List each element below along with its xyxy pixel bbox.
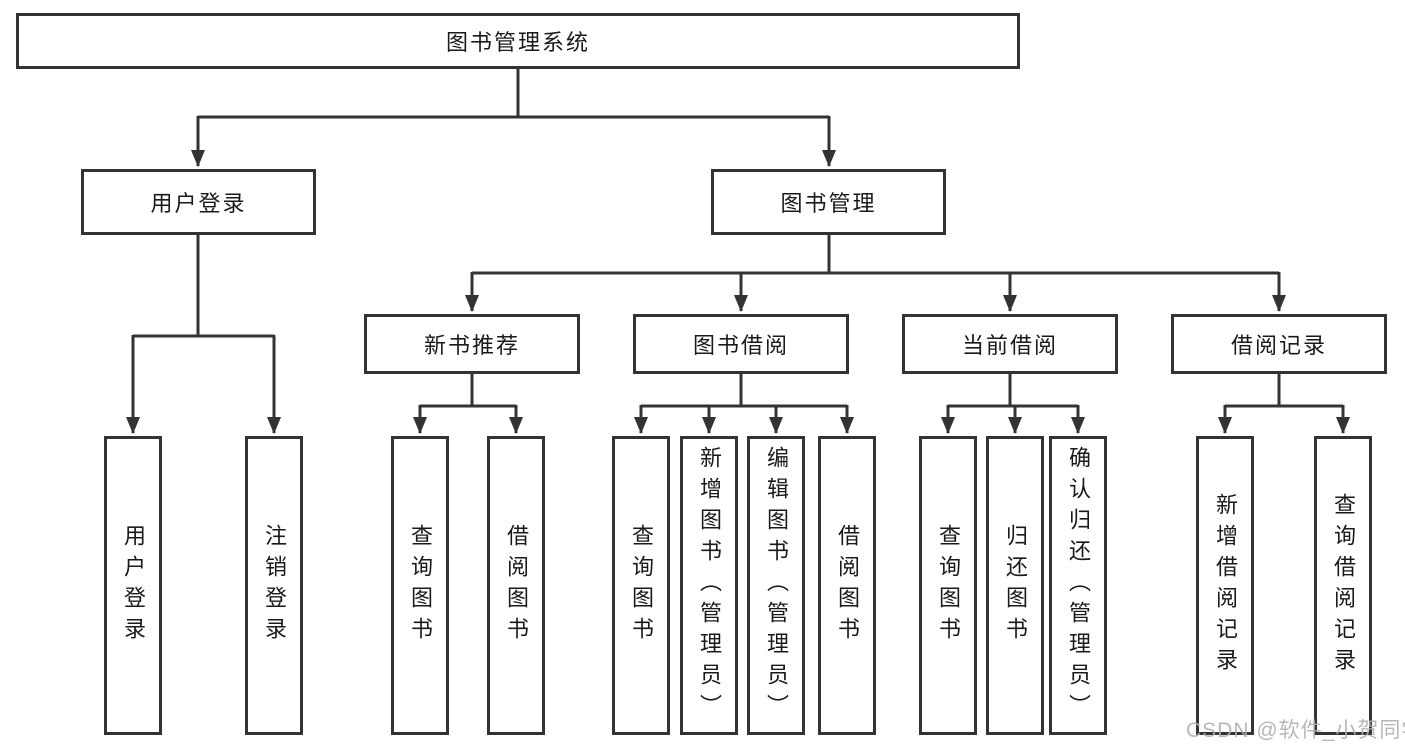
leaf-confirm-return-admin: 确认归还（管理员） [1049,436,1107,735]
leaf-add-books-admin: 新增图书（管理员） [680,436,738,735]
node-new-book-recommend: 新书推荐 [364,314,580,374]
node-book-borrow: 图书借阅 [633,314,849,374]
leaf-return-books: 归还图书 [986,436,1044,735]
node-user-login: 用户登录 [81,169,316,235]
leaf-query-books-current: 查询图书 [919,436,977,735]
node-book-management: 图书管理 [711,169,946,235]
leaf-query-borrow-record: 查询借阅记录 [1314,436,1372,735]
csdn-watermark: CSDN @软件_小贺同学 [1186,719,1405,742]
leaf-add-borrow-record: 新增借阅记录 [1196,436,1254,735]
leaf-borrow-books: 借阅图书 [818,436,876,735]
node-system-root: 图书管理系统 [16,13,1020,69]
node-current-borrow: 当前借阅 [902,314,1118,374]
leaf-user-login: 用户登录 [104,436,162,735]
leaf-logout: 注销登录 [245,436,303,735]
leaf-query-books-borrow: 查询图书 [612,436,670,735]
leaf-edit-books-admin: 编辑图书（管理员） [747,436,805,735]
node-borrow-records: 借阅记录 [1171,314,1387,374]
leaf-query-books-recommend: 查询图书 [391,436,449,735]
leaf-borrow-books-recommend: 借阅图书 [487,436,545,735]
